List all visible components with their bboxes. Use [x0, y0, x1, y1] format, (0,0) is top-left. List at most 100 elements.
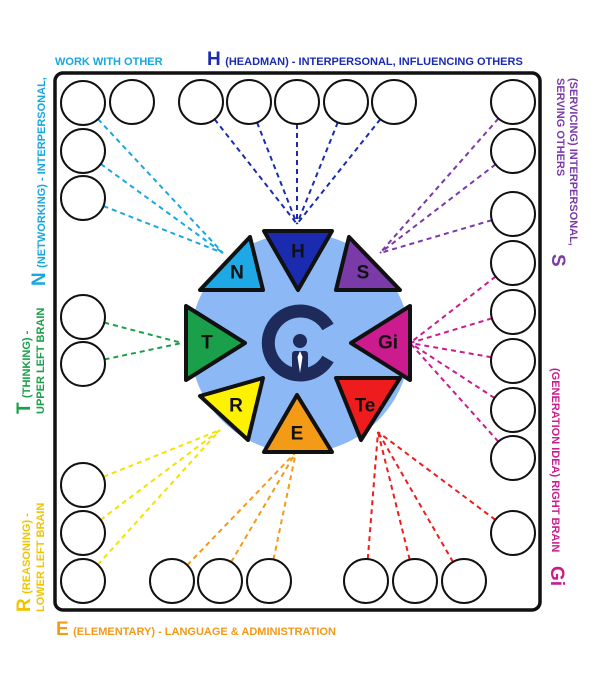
connector-line-te [377, 431, 454, 563]
connector-line-te [377, 431, 411, 560]
label-thinking-text: (THINKING) - [21, 330, 33, 398]
label-thinking-letter: T [14, 402, 35, 414]
label-thinking-text2: UPPER LEFT BRAIN [35, 307, 47, 414]
slot-circle-te[interactable] [490, 510, 536, 556]
slot-circle-extra[interactable] [109, 79, 155, 125]
slot-circle-s[interactable] [490, 191, 536, 237]
label-servicing-text2: SERVING OTHERS [554, 78, 566, 177]
connector-line-h [213, 118, 298, 225]
label-networking-letter: N [29, 272, 50, 286]
slot-circle-h[interactable] [274, 79, 320, 125]
slot-circle-t[interactable] [60, 294, 106, 340]
slot-circle-r[interactable] [60, 510, 106, 556]
label-generation-letter: Gi [546, 566, 567, 587]
triangle-s[interactable]: S [334, 235, 402, 292]
triangle-label-n: N [230, 263, 244, 284]
triangle-shape-r [198, 376, 265, 442]
triangle-e[interactable]: E [262, 393, 334, 454]
triangle-gi[interactable]: Gi [349, 304, 412, 382]
slot-circle-te[interactable] [441, 558, 487, 604]
connector-line-e [230, 451, 297, 563]
slot-circle-te[interactable] [343, 558, 389, 604]
person-tie-icon [297, 351, 303, 373]
slot-circle-gi[interactable] [490, 435, 536, 481]
connector-line-e [272, 451, 297, 560]
label-headman: H (HEADMAN) - INTERPERSONAL, INFLUENCING… [207, 50, 523, 69]
slot-circle-n[interactable] [60, 175, 106, 221]
slot-circle-e[interactable] [197, 558, 243, 604]
slot-circles [60, 79, 536, 604]
slot-circle-r[interactable] [60, 462, 106, 508]
slot-circle-h[interactable] [371, 79, 417, 125]
slot-circle-s[interactable] [490, 79, 536, 125]
triangle-h[interactable]: H [262, 229, 334, 292]
label-servicing: (SERVICING) INTERPERSONAL, SERVING OTHER… [554, 78, 579, 246]
triangle-shape-te [334, 376, 402, 442]
triangle-shape-gi [349, 304, 412, 382]
slot-circle-n[interactable] [60, 128, 106, 174]
label-servicing-letter: S [547, 254, 568, 267]
connector-line-te [377, 431, 496, 521]
label-reasoning-letter: R [14, 598, 35, 612]
connector-line-r [97, 429, 221, 566]
label-networking-text: (NETWORKING) - INTERPERSONAL, [36, 77, 48, 268]
label-headman-text: (HEADMAN) - INTERPERSONAL, INFLUENCING O… [225, 56, 523, 68]
slot-circle-t[interactable] [60, 341, 106, 387]
label-generation-text: (GENERATION IDEA) RIGHT BRAIN [549, 368, 561, 553]
triangle-shape-h [262, 229, 334, 292]
connector-line-s [379, 117, 500, 254]
label-servicing-text: (SERVICING) INTERPERSONAL, [567, 78, 579, 246]
center-logo [261, 304, 334, 382]
slot-circle-r[interactable] [60, 558, 106, 604]
triangle-label-h: H [291, 242, 305, 263]
connector-line-gi [409, 275, 497, 344]
label-thinking: T (THINKING) - UPPER LEFT BRAIN [14, 307, 47, 414]
slot-circle-s[interactable] [490, 128, 536, 174]
label-networking: N (NETWORKING) - INTERPERSONAL, [29, 77, 50, 286]
triangle-n[interactable]: N [198, 235, 265, 292]
slot-circle-h[interactable] [226, 79, 272, 125]
connector-line-h [296, 122, 339, 225]
slot-circle-h[interactable] [178, 79, 224, 125]
triangle-te[interactable]: Te [334, 376, 402, 442]
slot-circle-gi[interactable] [490, 289, 536, 335]
connector-line-gi [409, 342, 492, 359]
label-reasoning-text: (REASONING) - [21, 513, 33, 594]
triangle-label-e: E [291, 424, 304, 445]
slot-circle-gi[interactable] [490, 338, 536, 384]
triangle-t[interactable]: T [184, 304, 247, 382]
label-generation-idea: (GENERATION IDEA) RIGHT BRAIN [548, 368, 564, 552]
connector-line-h [256, 122, 298, 225]
triangle-shape-n [198, 235, 265, 292]
connector-line-t [104, 321, 183, 344]
connector-line-n [100, 163, 224, 254]
triangle-r[interactable]: R [198, 376, 265, 442]
label-elementary-letter: E [56, 619, 69, 640]
connector-line-te [366, 431, 379, 560]
connector-line-t [104, 342, 183, 361]
connector-line-h [296, 118, 382, 225]
slot-circle-gi[interactable] [490, 240, 536, 286]
c-logo-icon [261, 304, 334, 382]
triangle-label-r: R [229, 396, 243, 417]
slot-circle-gi[interactable] [490, 387, 536, 433]
slot-circle-e[interactable] [246, 558, 292, 604]
connector-line-e [186, 451, 297, 566]
connector-lines [97, 117, 500, 566]
slot-circle-h[interactable] [323, 79, 369, 125]
label-work-with-other: WORK WITH OTHER [55, 56, 163, 68]
slot-circle-n[interactable] [60, 80, 106, 126]
triangle-shape-e [262, 393, 334, 454]
connector-line-n [97, 118, 224, 254]
connector-line-n [103, 205, 224, 254]
connector-line-r [103, 429, 221, 478]
slot-circle-te[interactable] [392, 558, 438, 604]
triangle-label-te: Te [355, 396, 376, 417]
slot-circle-e[interactable] [149, 558, 195, 604]
label-headman-letter: H [207, 49, 221, 70]
triangle-shape-t [184, 304, 247, 382]
triangle-shape-s [334, 235, 402, 292]
connector-line-gi [409, 342, 500, 443]
